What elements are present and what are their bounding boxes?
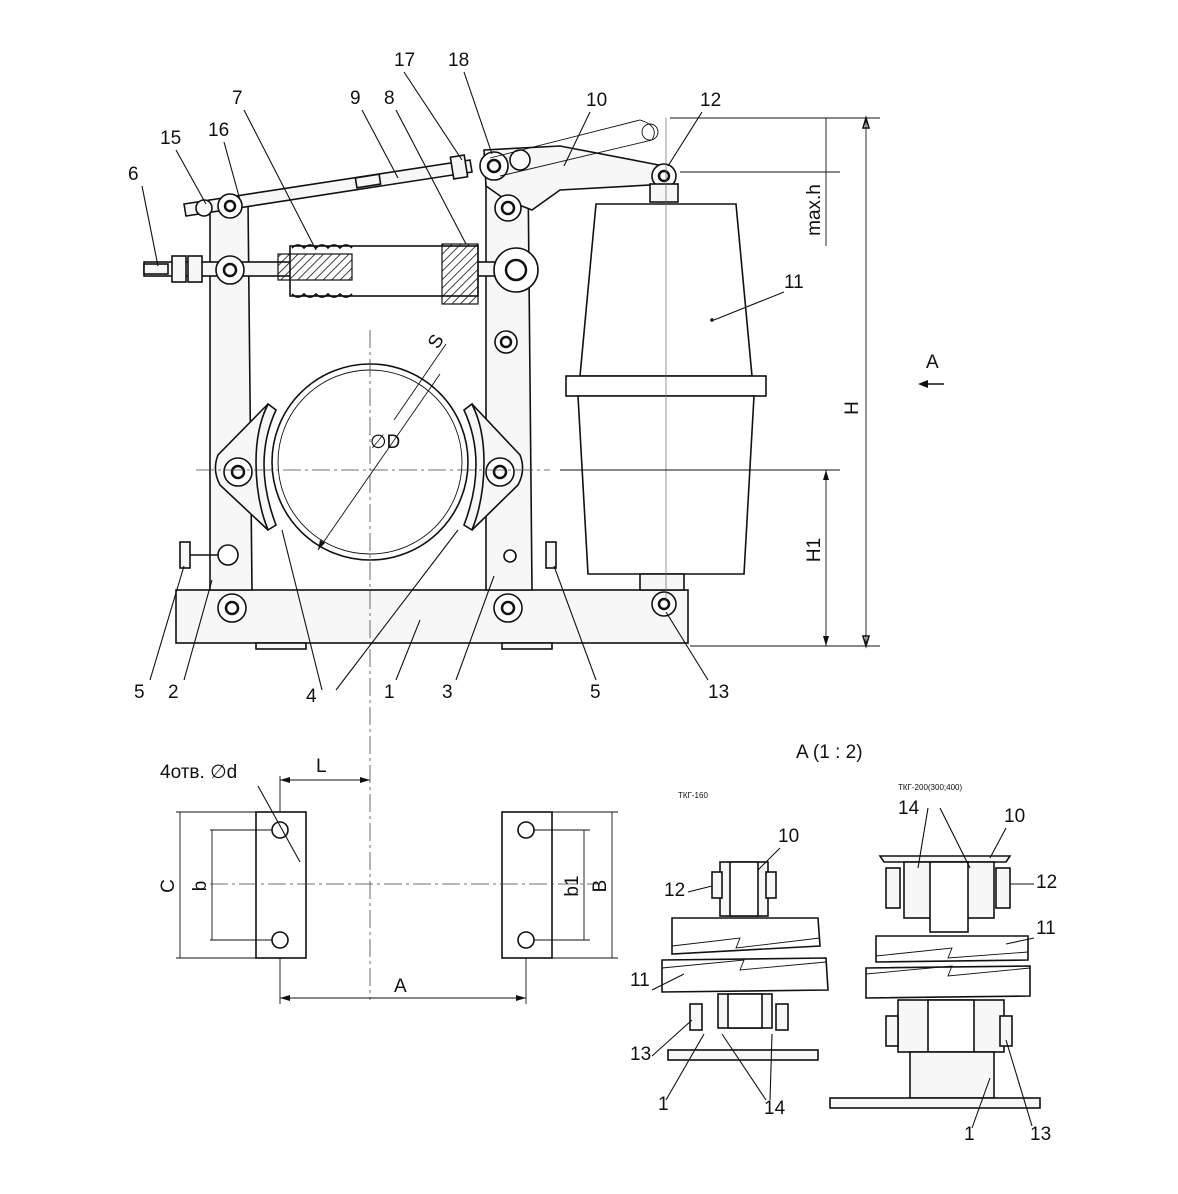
rod-nut-1 — [171, 255, 187, 283]
spring-rod-end — [143, 263, 169, 275]
front-view — [143, 118, 767, 1000]
tkg200-c10: 10 — [1004, 806, 1025, 827]
callout-2: 2 — [168, 682, 179, 703]
rod-pivot-right-in — [504, 258, 528, 282]
mount-plate-left — [255, 811, 307, 959]
callout-7: 7 — [232, 88, 243, 109]
plan-dim-L: L — [316, 756, 327, 777]
callout-6: 6 — [128, 164, 139, 185]
shoe-pivot-left-in — [230, 464, 246, 480]
lever-pivot-in — [486, 158, 502, 174]
callout-4: 4 — [306, 686, 317, 707]
tkg160-label: ТКГ-160 — [678, 791, 708, 800]
base-pivot-left-in — [224, 600, 240, 616]
dim-H: H — [842, 401, 863, 415]
tkg160-c12: 12 — [664, 880, 685, 901]
thruster-bottom-mount — [639, 573, 685, 591]
callout-1: 1 — [384, 682, 395, 703]
arm-top-bolt-in — [500, 200, 516, 216]
tkg160-thruster-bottom — [661, 957, 829, 993]
shoe-pivot-right-in — [492, 464, 508, 480]
base-plate — [175, 589, 689, 644]
lever-ghost-pivot — [641, 123, 659, 141]
dimensions: H max.h H1 A S ∅D — [317, 115, 944, 649]
base-foot-right — [501, 642, 553, 650]
dim-D: ∅D — [370, 432, 400, 453]
tkg160-c11: 11 — [630, 970, 650, 991]
tkg200-label: ТКГ-200(300;400) — [898, 783, 962, 792]
callout-18: 18 — [448, 50, 469, 71]
plan-dim-b: b — [190, 881, 211, 892]
spring-coil-bottom — [291, 292, 353, 298]
mount-plate-right — [501, 811, 553, 959]
view-A: A (1 : 2) ТКГ-160 10 12 11 13 1 — [630, 742, 1057, 1145]
plan-view: C b b1 B A L 4отв. ∅d — [158, 756, 618, 1004]
view-arrow-A: A — [926, 352, 939, 373]
stop-bolt-right — [545, 541, 557, 569]
small-bolt-right — [503, 549, 517, 563]
callout-5-right: 5 — [590, 682, 601, 703]
tkg200-base — [909, 1051, 995, 1099]
top-pivot-left-in — [223, 199, 237, 213]
rod-nut-top — [449, 154, 469, 180]
spring-hatch-right — [441, 243, 479, 305]
callout-3: 3 — [442, 682, 453, 703]
base-pivot-right-in — [500, 600, 516, 616]
base-foot-left — [255, 642, 307, 650]
rod-sleeve — [354, 173, 382, 189]
tkg200-thruster-bottom — [865, 965, 1031, 999]
rod-pivot-left-in — [222, 262, 238, 278]
dim-S: S — [424, 331, 449, 352]
main-callouts: 6 15 16 7 9 8 17 18 10 12 11 5 2 4 1 3 5 — [128, 50, 804, 707]
callout-10: 10 — [586, 90, 607, 111]
tkg160-base — [667, 1049, 819, 1061]
tkg200-base-plate — [829, 1097, 1041, 1109]
tkg200-c1: 1 — [964, 1124, 975, 1145]
arm-bolt-in — [499, 335, 513, 349]
callout-8: 8 — [384, 88, 395, 109]
callout-17: 17 — [394, 50, 415, 71]
view-A-title: A (1 : 2) — [796, 742, 863, 763]
callout-13: 13 — [708, 682, 729, 703]
tkg160-c14: 14 — [764, 1098, 786, 1119]
stop-bolt-left — [179, 541, 191, 569]
thruster-rod — [649, 183, 679, 203]
tkg160-c10: 10 — [778, 826, 799, 847]
tkg200-c13: 13 — [1030, 1124, 1051, 1145]
tkg200-c14: 14 — [898, 798, 920, 819]
callout-16: 16 — [208, 120, 229, 141]
rod-nut-2 — [187, 255, 203, 283]
tkg200-c11: 11 — [1036, 918, 1056, 939]
callout-9: 9 — [350, 88, 361, 109]
tkg160-c1: 1 — [658, 1094, 669, 1115]
view-tkg160: ТКГ-160 10 12 11 13 1 14 — [630, 791, 829, 1119]
plan-dim-b1: b1 — [562, 875, 583, 896]
plan-holes: 4отв. ∅d — [160, 762, 237, 783]
top-bolt-15 — [195, 199, 213, 217]
spring-coil-top — [291, 244, 353, 250]
tkg160-thruster-top — [671, 917, 821, 955]
thruster-dot — [710, 318, 714, 322]
callout-15: 15 — [160, 128, 181, 149]
dim-H1: H1 — [804, 538, 825, 562]
callout-11: 11 — [784, 272, 804, 293]
tkg200-c12: 12 — [1036, 872, 1057, 893]
view-tkg200: ТКГ-200(300;400) 14 10 12 11 1 — [829, 783, 1057, 1145]
callout-5-left: 5 — [134, 682, 145, 703]
lever-end-pivot-in — [657, 169, 671, 183]
callout-12: 12 — [700, 90, 721, 111]
plan-dim-A: A — [394, 976, 407, 997]
stop-roller-left — [217, 544, 239, 566]
plan-dim-C: C — [158, 879, 179, 893]
dim-maxh: max.h — [804, 184, 825, 236]
tkg160-c13: 13 — [630, 1044, 651, 1065]
thruster-base-pivot-in — [657, 597, 671, 611]
lever-pivot-2 — [509, 149, 531, 171]
right-arm — [485, 169, 533, 591]
spring-hatch-left — [277, 253, 353, 281]
plan-dim-B: B — [590, 880, 611, 893]
